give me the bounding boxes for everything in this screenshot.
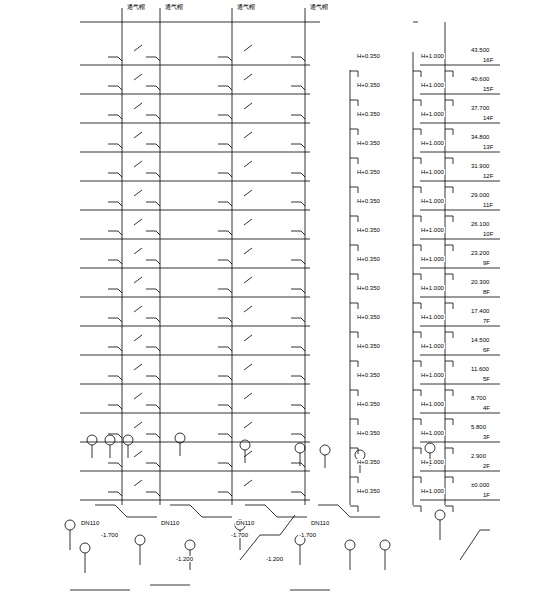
drawing-label: 2F: [482, 463, 491, 469]
drawing-label: H+0.350: [356, 227, 381, 233]
drawing-label: DN110: [235, 520, 255, 526]
drawing-label: 6F: [482, 347, 491, 353]
drawing-label: H+1.000: [420, 372, 445, 378]
drawing-label: H+1.000: [420, 169, 445, 175]
drawing-label: 40.600: [470, 76, 490, 82]
drawing-label: 5F: [482, 376, 491, 382]
drawing-label: 8F: [482, 289, 491, 295]
drawing-label: 4F: [482, 405, 491, 411]
drawing-label: H+1.000: [420, 227, 445, 233]
drawing-label: 16F: [482, 57, 494, 63]
drawing-label: 8.700: [470, 395, 487, 401]
drawing-label: DN110: [160, 520, 180, 526]
drawing-label: H+1.000: [420, 488, 445, 494]
drawing-label: H+0.350: [356, 401, 381, 407]
drawing-label: 11F: [482, 202, 494, 208]
drawing-label: H+0.350: [356, 372, 381, 378]
drawing-label: 通气帽: [126, 4, 146, 10]
drawing-label: 15F: [482, 86, 494, 92]
drawing-label: -1.200: [175, 556, 194, 562]
drawing-label: 13F: [482, 144, 494, 150]
drawing-label: 通气帽: [309, 4, 329, 10]
drawing-label: H+0.350: [356, 314, 381, 320]
drawing-label: H+1.000: [420, 256, 445, 262]
drawing-label: 29.000: [470, 192, 490, 198]
drawing-label: 5.800: [470, 424, 487, 430]
drawing-label: -1.700: [100, 532, 119, 538]
drawing-label: H+1.000: [420, 285, 445, 291]
drawing-label: 9F: [482, 260, 491, 266]
drawing-label: H+0.350: [356, 285, 381, 291]
drawing-label: ±0.000: [470, 482, 490, 488]
drawing-label: 通气帽: [236, 4, 256, 10]
drawing-label: 12F: [482, 173, 494, 179]
drawing-label: 23.200: [470, 250, 490, 256]
drawing-label: -1.700: [230, 532, 249, 538]
drawing-label: H+0.350: [356, 256, 381, 262]
drawing-label: H+1.000: [420, 314, 445, 320]
drawing-label: H+1.000: [420, 53, 445, 59]
drawing-label: -1.700: [298, 532, 317, 538]
drawing-label: 20.300: [470, 279, 490, 285]
drawing-label: 11.600: [470, 366, 490, 372]
drawing-label: H+1.000: [420, 111, 445, 117]
drawing-label: H+0.350: [356, 140, 381, 146]
drawing-label: 14.500: [470, 337, 490, 343]
drawing-label: H+0.350: [356, 198, 381, 204]
drawing-label: 34.800: [470, 134, 490, 140]
drawing-label: H+0.350: [356, 53, 381, 59]
drawing-label: 通气帽: [164, 4, 184, 10]
drawing-label: 10F: [482, 231, 494, 237]
drawing-label: H+1.000: [420, 198, 445, 204]
drawing-label: H+1.000: [420, 459, 445, 465]
drawing-label: 17.400: [470, 308, 490, 314]
drawing-label: H+1.000: [420, 401, 445, 407]
drawing-label: H+0.350: [356, 459, 381, 465]
drawing-label: 3F: [482, 434, 491, 440]
drawing-label: DN110: [80, 520, 100, 526]
drawing-label: 31.900: [470, 163, 490, 169]
drawing-label: 2.900: [470, 453, 487, 459]
drawing-label: 14F: [482, 115, 494, 121]
drawing-label: DN110: [310, 520, 330, 526]
drawing-label: H+0.350: [356, 343, 381, 349]
drawing-label: -1.200: [265, 556, 284, 562]
drawing-label: 7F: [482, 318, 491, 324]
drawing-label: H+0.350: [356, 430, 381, 436]
drawing-label: H+0.350: [356, 82, 381, 88]
drawing-label: H+0.350: [356, 488, 381, 494]
drawing-label: 26.100: [470, 221, 490, 227]
drawing-label: 1F: [482, 492, 491, 498]
drawing-label: H+1.000: [420, 430, 445, 436]
drawing-label: H+1.000: [420, 82, 445, 88]
drawing-label: H+0.350: [356, 111, 381, 117]
drawing-label: H+0.350: [356, 169, 381, 175]
drawing-label: H+1.000: [420, 140, 445, 146]
drawing-label: 37.700: [470, 105, 490, 111]
drawing-label: 43.500: [470, 47, 490, 53]
drawing-label: H+1.000: [420, 343, 445, 349]
